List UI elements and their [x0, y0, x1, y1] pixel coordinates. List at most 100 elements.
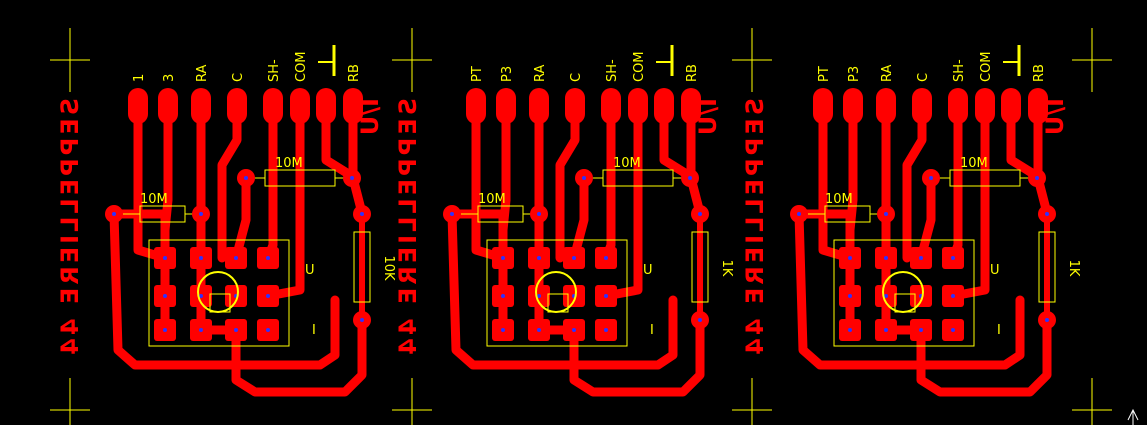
pin-label: SH-: [267, 59, 282, 82]
pin-label: SH-: [952, 59, 967, 82]
ground-bar-icon: [1003, 45, 1021, 76]
arrow-icon: [1127, 408, 1139, 425]
via-dot: [951, 328, 955, 332]
via-dot: [350, 176, 354, 180]
connector-pin-pad: [1001, 88, 1021, 124]
connector-pin-pad: [975, 88, 995, 124]
via-dot: [884, 212, 888, 216]
via-dot: [604, 256, 608, 260]
registration-marks: [50, 28, 1112, 425]
pin-label: COM: [632, 51, 647, 82]
connector-pin-pad: [191, 88, 211, 124]
via-dot: [919, 256, 923, 260]
connector-pin-pad: [654, 88, 674, 124]
crosshair-mark: [1072, 28, 1112, 92]
connector-pin-pad: [628, 88, 648, 124]
copper-trace: [569, 173, 589, 263]
connector-pin-pad: [128, 88, 148, 124]
iv-mirrored-label: I/U: [694, 98, 722, 135]
resistor-top-label: 10M: [275, 156, 303, 171]
i-label: I: [650, 323, 654, 338]
resistor-left-label: 10M: [825, 192, 853, 207]
connector-pin-pad: [343, 88, 363, 124]
via-dot: [501, 328, 505, 332]
resistor-right-label: 1K: [719, 260, 734, 277]
u-label: U: [990, 263, 1000, 278]
pin-label: P3: [500, 66, 515, 82]
pin-label: RA: [880, 64, 895, 82]
via-dot: [199, 212, 203, 216]
via-dot: [234, 256, 238, 260]
switch-outline: [148, 239, 290, 347]
connector-pin-pad: [681, 88, 701, 124]
resistor-left-label: 10M: [478, 192, 506, 207]
pin-label: COM: [979, 51, 994, 82]
via-dot: [501, 256, 505, 260]
via-dot: [234, 328, 238, 332]
pin-label: C: [569, 73, 584, 82]
pin-label: P3: [847, 66, 862, 82]
crosshair-mark: [392, 28, 432, 92]
via-dot: [884, 294, 888, 298]
board-name-text: SEPPELLIERE 44: [394, 98, 422, 358]
pin-label: RA: [195, 64, 210, 82]
resistor-top-label: 10M: [960, 156, 988, 171]
via-dot: [450, 212, 454, 216]
via-dot: [572, 256, 576, 260]
via-dot: [163, 256, 167, 260]
via-dot: [501, 294, 505, 298]
via-dot: [698, 318, 702, 322]
connector-pin-pad: [912, 88, 932, 124]
via-dot: [266, 256, 270, 260]
via-dot: [848, 256, 852, 260]
via-dot: [112, 212, 116, 216]
resistor-right-label: 10K: [381, 255, 396, 281]
crosshair-mark: [732, 28, 772, 92]
copper-trace: [916, 173, 936, 263]
pin-label: 1: [132, 74, 147, 82]
board-name-text: SEPPELLIERE 44: [56, 98, 84, 358]
iv-mirrored-label: I/U: [1041, 98, 1069, 135]
via-dot: [537, 256, 541, 260]
via-dot: [604, 328, 608, 332]
pin-label: C: [231, 73, 246, 82]
via-dot: [1045, 212, 1049, 216]
pin-label: PT: [817, 66, 832, 82]
connector-pin-pad: [158, 88, 178, 124]
via-dot: [199, 328, 203, 332]
via-dot: [797, 212, 801, 216]
resistor-body: [353, 231, 371, 303]
connector-pin-pad: [316, 88, 336, 124]
pin-label: SH-: [605, 59, 620, 82]
via-dot: [688, 176, 692, 180]
via-dot: [199, 256, 203, 260]
pin-label: RB: [1032, 64, 1047, 82]
resistor-body: [691, 231, 709, 303]
via-dot: [951, 256, 955, 260]
via-dot: [1035, 176, 1039, 180]
via-dot: [537, 212, 541, 216]
via-dot: [360, 212, 364, 216]
via-dot: [848, 294, 852, 298]
via-dot: [582, 176, 586, 180]
resistor-top-label: 10M: [613, 156, 641, 171]
connector-pin-pad: [263, 88, 283, 124]
copper-trace: [794, 209, 1025, 370]
connector-pin-pad: [948, 88, 968, 124]
crosshair-mark: [392, 378, 432, 425]
copper-trace: [231, 173, 251, 263]
connector-pin-pad: [1028, 88, 1048, 124]
pin-label: 3: [162, 74, 177, 82]
board-name-text: SEPPELLIERE 44: [741, 98, 769, 358]
switch-outline: [486, 239, 628, 347]
crosshair-mark: [50, 378, 90, 425]
copper-trace: [569, 315, 705, 397]
resistor-right-label: 1K: [1066, 260, 1081, 277]
pin-label: C: [916, 73, 931, 82]
via-dot: [537, 294, 541, 298]
ground-bar-icon: [656, 45, 674, 76]
